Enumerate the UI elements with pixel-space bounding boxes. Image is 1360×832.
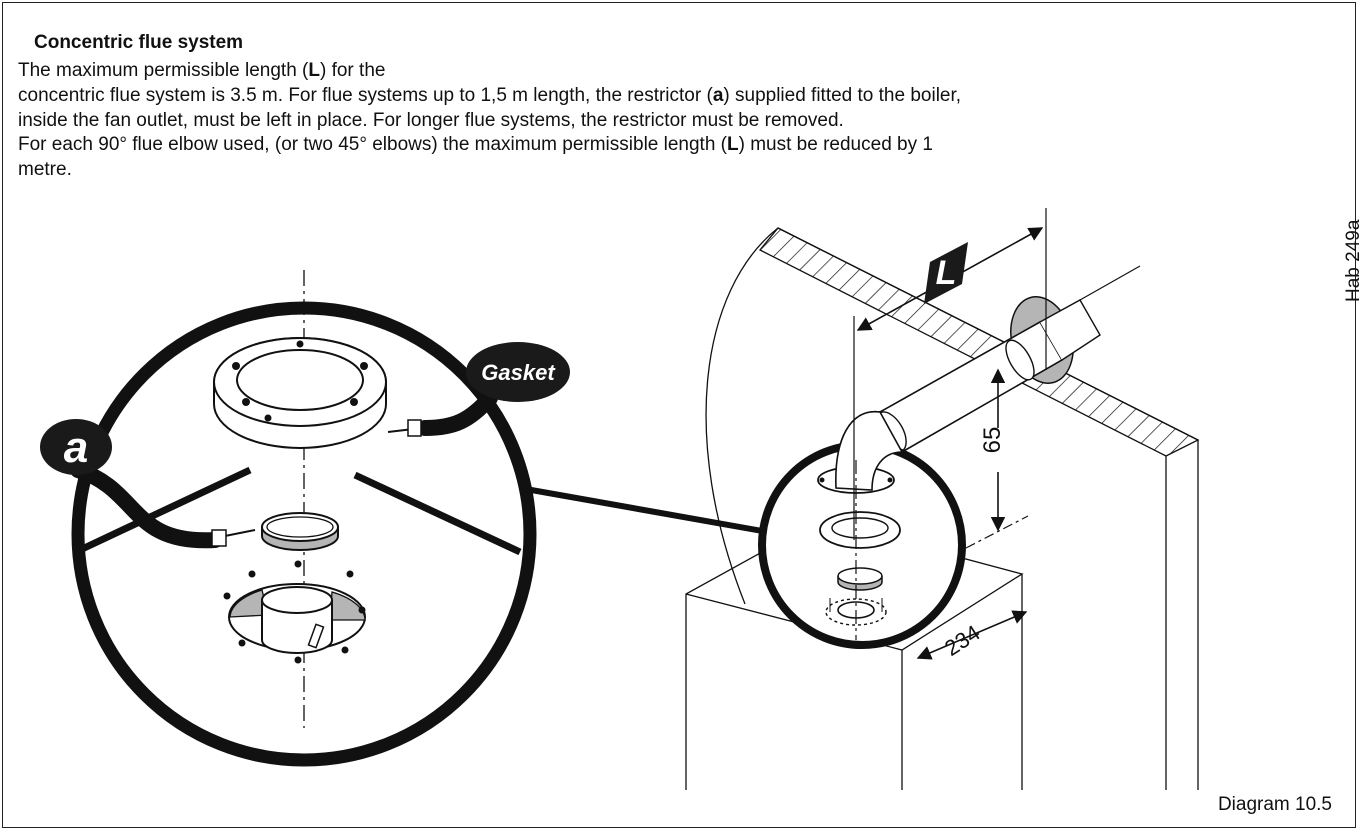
dimension-65-value: 65 xyxy=(979,427,1006,454)
label-a-leader xyxy=(70,462,223,549)
dimension-65 xyxy=(965,368,1029,549)
diagram-number: Diagram 10.5 xyxy=(1217,794,1332,815)
gasket-ring xyxy=(213,337,387,449)
dimension-234 xyxy=(916,610,1028,660)
gasket-badge xyxy=(466,342,570,402)
paragraph-2-line-1: For each 90° flue elbow used, (or two 45… xyxy=(18,134,933,156)
dimension-234-value: 234 xyxy=(940,620,984,661)
gasket-leader xyxy=(417,390,498,436)
flue-pipe xyxy=(878,265,1141,454)
hand-cuff-gasket xyxy=(407,419,422,437)
installation-view: L 65 234 xyxy=(685,208,1200,790)
section-heading: Concentric flue system xyxy=(34,32,244,53)
label-a: a xyxy=(64,423,88,472)
label-L: L xyxy=(936,254,957,292)
paragraph-2-line-2: metre. xyxy=(18,159,72,181)
paragraph-1-line-3: inside the fan outlet, must be left in p… xyxy=(18,109,844,131)
instruction-text: The maximum permissible length (L) for t… xyxy=(18,59,1338,183)
inset-parts xyxy=(817,410,904,626)
dimension-L xyxy=(853,208,1047,540)
fan-outlet xyxy=(223,560,366,664)
hand-cuff-a xyxy=(211,529,227,547)
paragraph-1-line-2: concentric flue system is 3.5 m. For flu… xyxy=(18,84,962,106)
label-a-badge xyxy=(40,419,112,475)
gasket-label: Gasket xyxy=(481,360,556,385)
restrictor-ring xyxy=(261,512,339,551)
magnified-detail xyxy=(71,270,537,767)
paragraph-1-line-1: The maximum permissible length (L) for t… xyxy=(18,60,386,81)
drawing-code: Hab 249a xyxy=(1343,219,1360,302)
connector-line xyxy=(519,485,769,535)
